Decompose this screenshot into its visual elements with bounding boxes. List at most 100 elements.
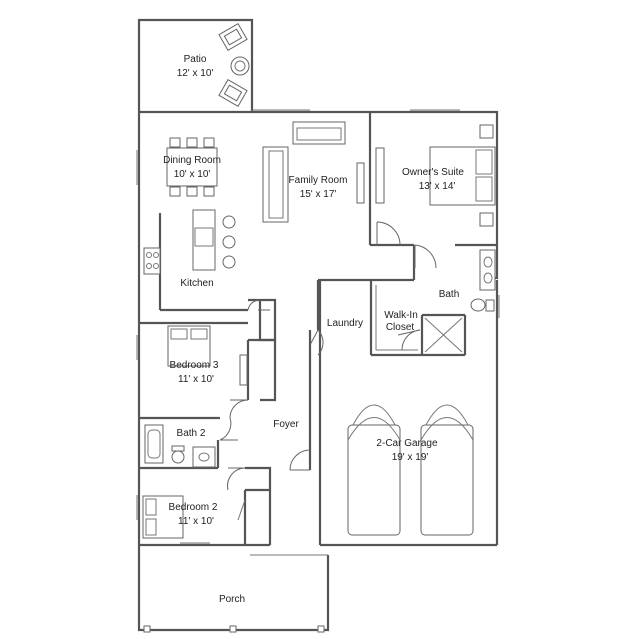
bar-stool <box>222 255 236 269</box>
toilet-tank <box>171 445 185 452</box>
room-name-patio: Patio <box>184 54 207 65</box>
bath2-door <box>219 417 238 441</box>
sofa <box>262 146 289 223</box>
patio-chair <box>218 23 248 51</box>
vanity <box>479 249 496 291</box>
bar-stool <box>222 215 236 229</box>
room-dim-bedroom3: 11' x 10' <box>178 374 214 385</box>
pantry <box>248 298 277 342</box>
dresser <box>375 147 385 204</box>
north-wall <box>139 110 499 280</box>
stove <box>143 247 161 275</box>
bath-door <box>414 244 437 269</box>
car-roof <box>352 404 396 426</box>
sink <box>483 272 493 284</box>
room-name-bedroom3: Bedroom 3 <box>170 360 219 371</box>
pillow <box>190 328 208 340</box>
room-name-laundry: Laundry <box>327 318 363 329</box>
sofa <box>292 121 346 145</box>
front-door <box>289 449 311 471</box>
pillow <box>145 518 157 536</box>
walls <box>137 18 499 632</box>
porch-post <box>229 625 237 633</box>
car-windshield <box>420 417 474 441</box>
room-name-bath: Bath <box>439 289 460 300</box>
island-sink <box>194 227 214 247</box>
doors <box>219 221 437 521</box>
dresser <box>239 354 248 386</box>
burner <box>153 252 159 258</box>
bathtub <box>144 424 164 464</box>
sofa-cushion <box>268 150 284 219</box>
room-dim-owners: 13' x 14' <box>419 181 456 192</box>
room-dim-patio: 12' x 10' <box>177 68 214 79</box>
room-name-dining: Dining Room <box>163 155 221 166</box>
room-name-bedroom2: Bedroom 2 <box>169 502 218 513</box>
windows <box>136 109 500 544</box>
porch-outline <box>137 545 330 632</box>
room-name-porch: Porch <box>219 594 245 605</box>
room-name-kitchen: Kitchen <box>180 278 213 289</box>
toilet <box>171 450 185 464</box>
burner <box>146 252 152 258</box>
porch-post <box>143 625 151 633</box>
tub-inner <box>147 429 161 459</box>
dining-chair <box>169 186 181 197</box>
car-windshield <box>347 417 401 441</box>
room-name-family: Family Room <box>289 175 348 186</box>
owners-door <box>376 221 401 246</box>
patio-table <box>230 56 250 76</box>
bar-stool <box>222 235 236 249</box>
furniture <box>142 23 496 633</box>
toilet-tank <box>485 299 495 312</box>
room-name-owners: Owner's Suite <box>402 167 464 178</box>
room-dim-family: 15' x 17' <box>300 189 337 200</box>
pantry-door <box>247 299 270 311</box>
dining-table <box>166 147 218 187</box>
tv-console <box>356 162 365 204</box>
nightstand <box>479 212 494 227</box>
bed <box>142 495 184 539</box>
porch-post <box>317 625 325 633</box>
dining-chair <box>203 186 215 197</box>
pillow <box>475 176 493 202</box>
hall-closet-1 <box>248 338 277 402</box>
bed <box>167 325 211 367</box>
room-name-walkin: Walk-In <box>384 310 418 321</box>
sink <box>483 256 493 268</box>
closet-door <box>237 499 246 521</box>
car <box>347 424 401 536</box>
pillow <box>170 328 188 340</box>
car <box>420 424 474 536</box>
bed <box>429 146 496 206</box>
room-name-bath2: Bath 2 <box>177 428 206 439</box>
bedroom3-door <box>229 399 249 419</box>
sink <box>198 452 210 462</box>
room-dim-bedroom2: 11' x 10' <box>178 516 214 527</box>
room-name-foyer: Foyer <box>273 419 299 430</box>
nightstand <box>479 124 494 139</box>
dining-chair <box>203 137 215 148</box>
patio-wall <box>137 18 254 112</box>
patio-chair <box>218 79 248 107</box>
pillow <box>145 498 157 516</box>
shower-line <box>424 317 463 353</box>
room-labels: Patio 12' x 10' Dining Room 10' x 10' Fa… <box>163 54 464 605</box>
toilet <box>470 298 486 312</box>
dining-chair <box>186 137 198 148</box>
bedroom2-door <box>227 467 246 491</box>
pillow <box>475 149 493 175</box>
burner <box>153 263 159 269</box>
room-name-walkin-2: Closet <box>386 322 415 333</box>
room-name-garage: 2-Car Garage <box>376 438 438 449</box>
walkin-door <box>397 329 421 351</box>
sofa-cushion <box>296 127 342 141</box>
dining-chair <box>169 137 181 148</box>
laundry-door <box>309 329 324 356</box>
kitchen-island <box>192 209 216 271</box>
room-dim-dining: 10' x 10' <box>174 169 211 180</box>
dining-chair <box>186 186 198 197</box>
room-dim-garage: 19' x 19' <box>392 452 429 463</box>
hall-closet-2 <box>245 466 272 492</box>
